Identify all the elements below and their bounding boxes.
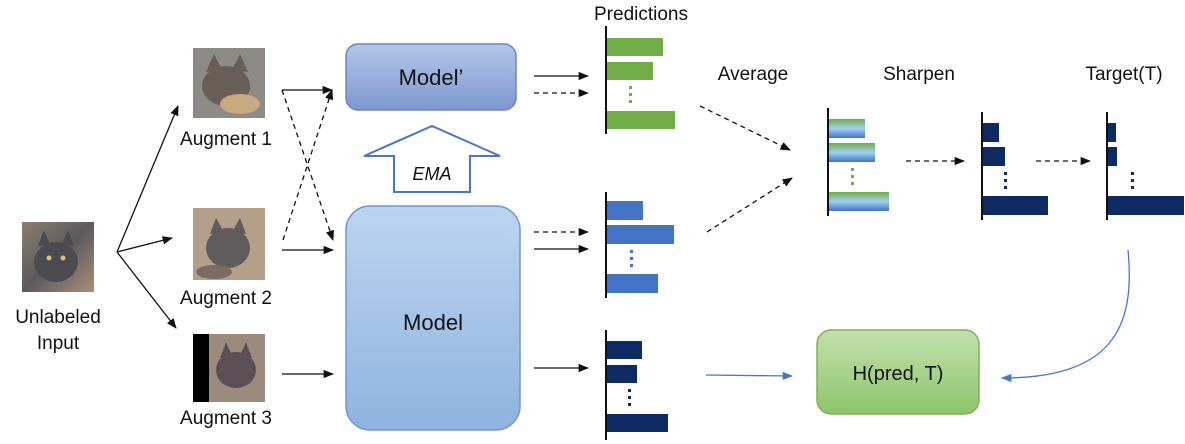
dotted-ellipsis-icon	[628, 389, 631, 406]
blue-bar-1	[607, 201, 643, 220]
ema-label: EMA	[412, 164, 451, 184]
target-bar-2	[1108, 147, 1117, 166]
target-to-loss-arrow	[1000, 249, 1130, 383]
average-label: Average	[718, 64, 788, 85]
target-label: Target(T)	[1085, 64, 1162, 85]
sharpen-bars	[981, 112, 1048, 220]
loss-box: H(pred, T)	[816, 329, 980, 415]
prediction-to-loss-arrow	[705, 371, 794, 381]
model-to-prediction-arrows	[534, 71, 590, 373]
model-prime-box: Model’	[345, 43, 517, 111]
sharpen-bar-1	[983, 123, 999, 142]
prediction-to-average-arrows	[699, 105, 793, 233]
average-bar-2	[829, 143, 875, 162]
augment-1-label: Augment 1	[180, 129, 272, 150]
average-bar-1	[829, 119, 865, 138]
navy-bar-3	[607, 414, 668, 432]
model-prime-label: Model’	[399, 65, 464, 90]
dotted-ellipsis-icon	[1004, 172, 1007, 189]
ema-arrow: EMA	[363, 124, 501, 193]
dotted-ellipsis-icon	[851, 168, 854, 185]
predictions-label: Predictions	[594, 4, 688, 25]
target-bars	[1106, 112, 1184, 220]
navy-bar-1	[607, 341, 642, 359]
input-to-augment-arrows	[116, 105, 179, 329]
sharpen-bar-3	[983, 196, 1048, 215]
average-bar-3	[829, 192, 889, 211]
augment-3-image	[193, 334, 265, 402]
unlabeled-input-image	[22, 222, 94, 292]
green-bar-1	[607, 38, 663, 56]
prediction-bars-green	[605, 26, 675, 134]
target-bar-1	[1108, 123, 1116, 142]
green-bar-3	[607, 111, 675, 129]
dotted-ellipsis-icon	[630, 250, 633, 267]
green-bar-2	[607, 62, 653, 80]
dotted-ellipsis-icon	[1131, 172, 1134, 189]
target-bar-3	[1108, 196, 1184, 215]
input-label-line1: Unlabeled	[15, 307, 101, 328]
blue-bar-3	[607, 274, 658, 293]
augment-2-image	[193, 208, 265, 280]
prediction-bars-navy	[605, 330, 668, 440]
augment-1-image	[193, 48, 265, 118]
prediction-bars-blue	[605, 192, 674, 298]
model-label: Model	[403, 310, 463, 335]
model-box: Model	[345, 205, 521, 431]
augment-3-label: Augment 3	[180, 408, 272, 429]
sharpen-bar-2	[983, 147, 1005, 166]
dotted-ellipsis-icon	[629, 86, 632, 103]
loss-label: H(pred, T)	[853, 363, 944, 385]
blue-bar-2	[607, 225, 674, 244]
average-bars	[827, 108, 889, 216]
input-label-line2: Input	[37, 333, 80, 354]
sharpen-label: Sharpen	[883, 64, 955, 85]
augment-to-model-arrows	[281, 85, 335, 379]
augment-2-label: Augment 2	[180, 288, 272, 309]
navy-bar-2	[607, 365, 637, 383]
